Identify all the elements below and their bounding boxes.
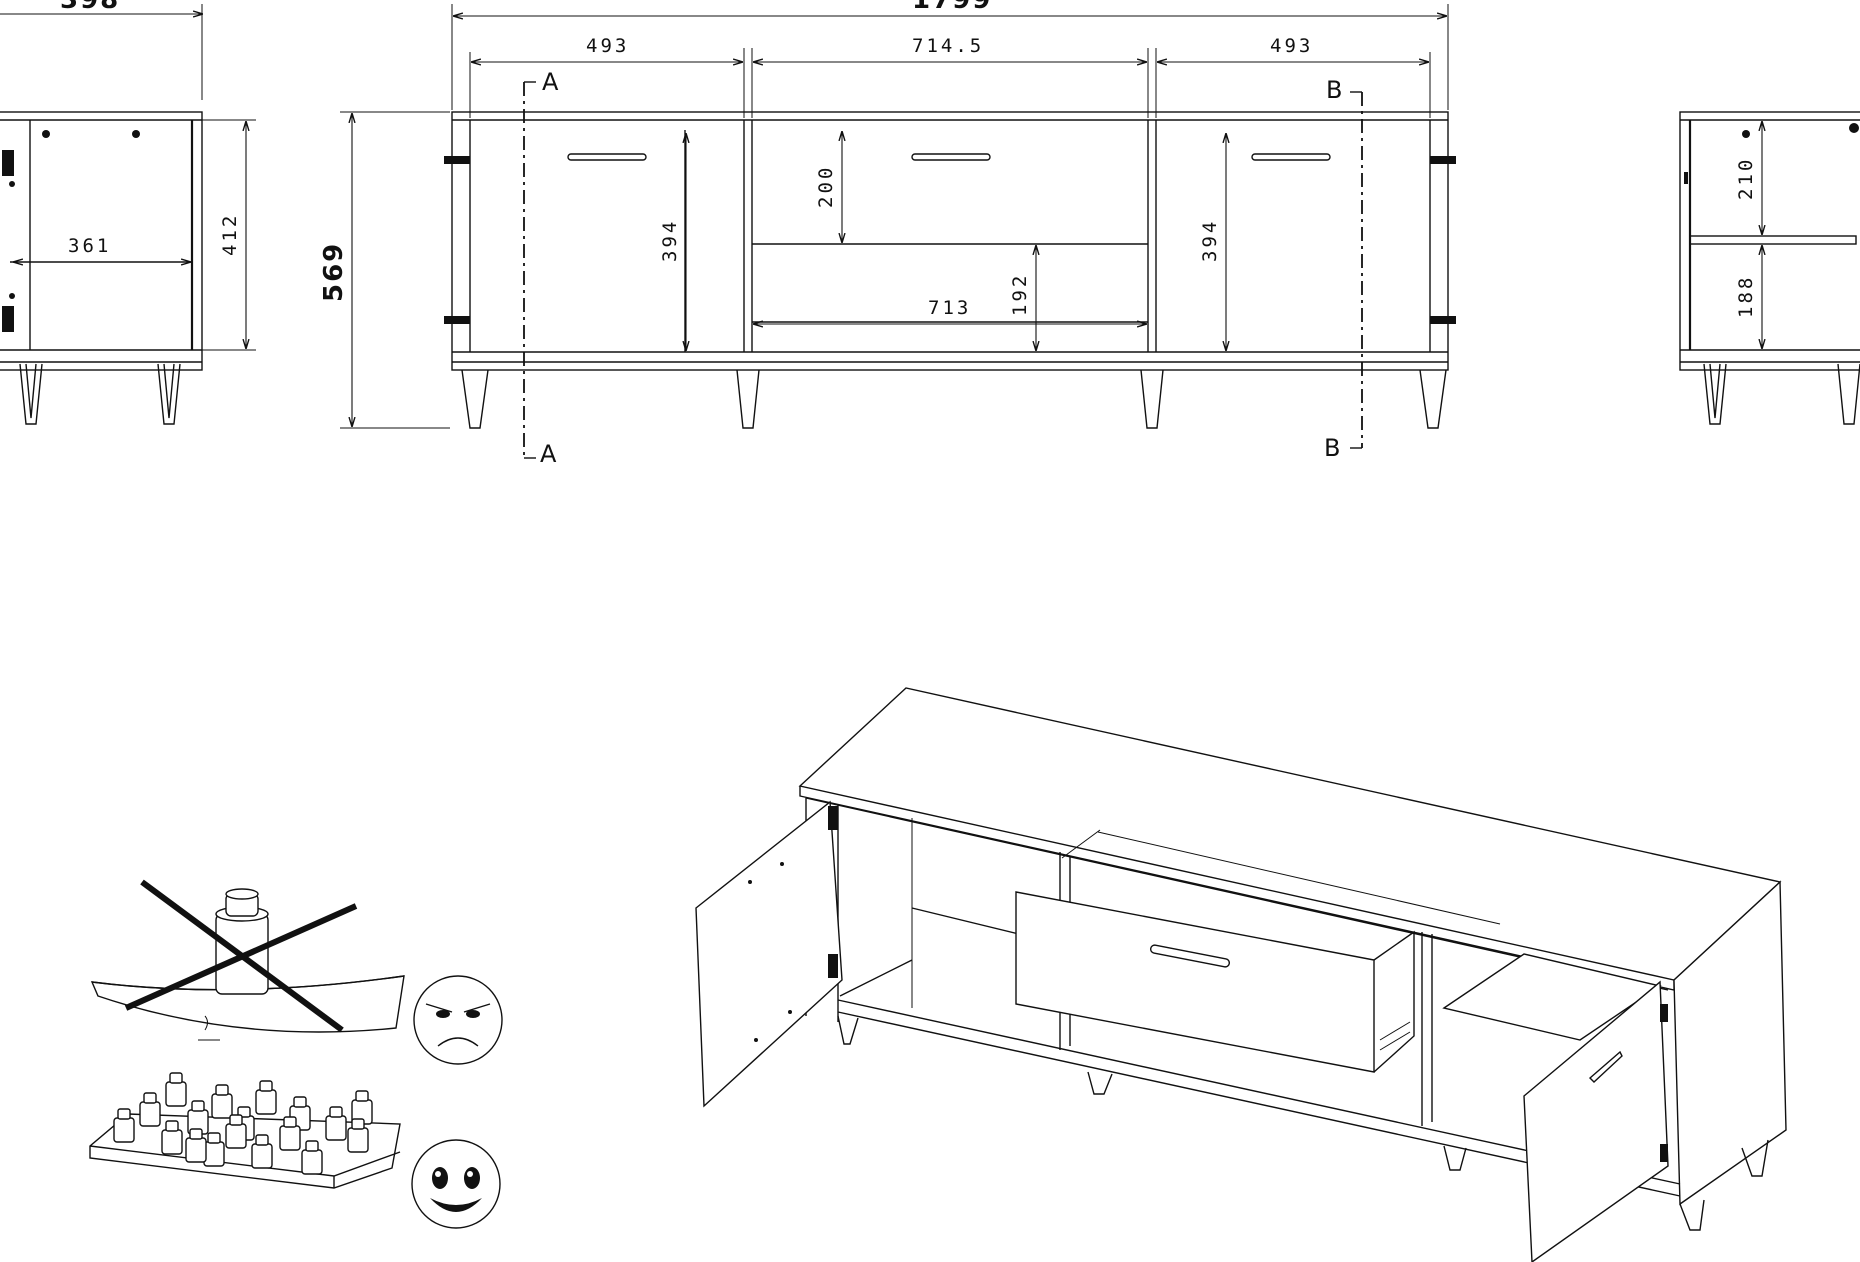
right-compartment-width-label: 493 bbox=[1270, 35, 1313, 57]
angry-face-icon bbox=[413, 975, 503, 1065]
side-depth-label: 398 bbox=[60, 0, 120, 15]
weight-14 bbox=[251, 1134, 273, 1169]
left-compartment-width-label: 493 bbox=[586, 35, 629, 57]
isometric-view bbox=[695, 687, 1787, 1262]
open-shelf-width-label: 713 bbox=[928, 297, 971, 319]
weight-1 bbox=[113, 1108, 135, 1143]
weight-7 bbox=[161, 1120, 183, 1155]
section-a-top-label: A bbox=[542, 68, 559, 96]
side-inner-depth-label: 361 bbox=[68, 235, 111, 257]
happy-face-icon bbox=[411, 1139, 501, 1229]
weight-18 bbox=[185, 1128, 207, 1163]
overall-height-label: 569 bbox=[319, 242, 349, 302]
weight-5 bbox=[255, 1080, 277, 1115]
drawer-height-label: 200 bbox=[815, 165, 837, 208]
right-side-lower-height-label: 188 bbox=[1735, 275, 1757, 318]
section-b-top-label: B bbox=[1326, 76, 1342, 104]
overall-width-label: 1799 bbox=[912, 0, 992, 15]
front-view: 1799 493 714.5 493 569 bbox=[319, 0, 1456, 468]
weight-2 bbox=[139, 1092, 161, 1127]
right-side-upper-height-label: 210 bbox=[1735, 157, 1757, 200]
weight-3 bbox=[165, 1072, 187, 1107]
side-inner-height-label: 412 bbox=[219, 213, 241, 256]
weight-8 bbox=[187, 1100, 209, 1135]
section-b-bottom-label: B bbox=[1324, 434, 1340, 462]
open-shelf-height-label: 192 bbox=[1009, 273, 1031, 316]
weight-4 bbox=[211, 1084, 233, 1119]
section-a-bottom-label: A bbox=[540, 440, 557, 468]
weight-17 bbox=[225, 1114, 247, 1149]
side-view-left: 398 361 412 bbox=[0, 0, 256, 425]
weight-10 bbox=[279, 1116, 301, 1151]
weight-16 bbox=[347, 1118, 369, 1153]
side-view-right: 210 188 bbox=[1679, 111, 1860, 425]
weight-15 bbox=[301, 1140, 323, 1175]
left-door-height-label: 394 bbox=[659, 219, 681, 262]
weight-11 bbox=[325, 1106, 347, 1141]
middle-compartment-width-label: 714.5 bbox=[912, 35, 984, 57]
right-door-height-label: 394 bbox=[1199, 219, 1221, 262]
weights-group bbox=[113, 1072, 373, 1175]
load-warning-icon bbox=[90, 879, 405, 1041]
